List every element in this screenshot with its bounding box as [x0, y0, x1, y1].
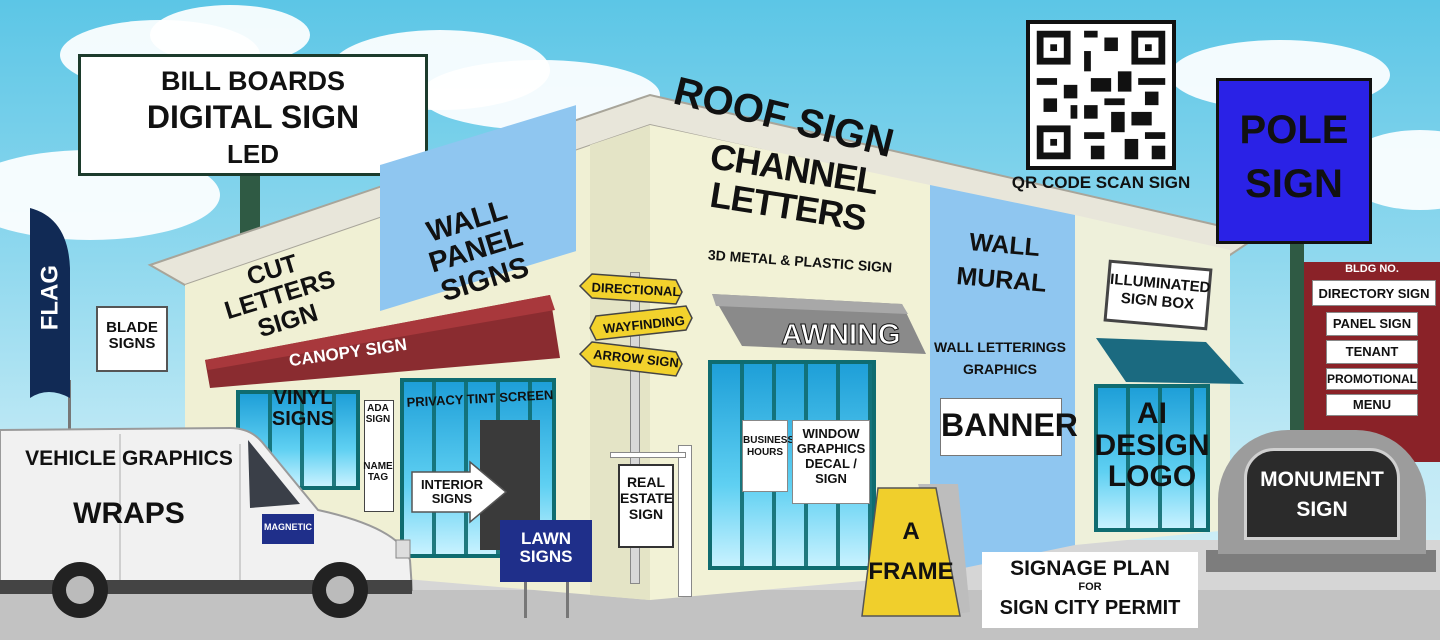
- street: [0, 590, 1440, 640]
- canopy-shape: [205, 295, 560, 388]
- directory-item: PROMOTIONAL: [1326, 368, 1418, 390]
- monument-base: [1206, 550, 1436, 572]
- ai-design-logo: AI DESIGN LOGO: [1094, 397, 1210, 493]
- interior-label: INTERIOR SIGNS: [420, 477, 484, 506]
- pole-sign: POLE SIGN: [1216, 78, 1372, 244]
- real-estate-post: [678, 445, 692, 597]
- magnetic-label: MAGNETIC: [264, 522, 312, 532]
- a-frame-label: A FRAME: [868, 518, 954, 585]
- ai-design-window: [1094, 384, 1210, 532]
- illuminated-sign-box: ILLUMINATED SIGN BOX: [1103, 259, 1213, 331]
- sign-box-label: ILLUMINATED SIGN BOX: [1109, 270, 1212, 314]
- directional-arrows: [578, 273, 693, 377]
- awning-label: AWNING: [781, 319, 901, 351]
- signage-plan-line1: SIGNAGE PLAN: [1010, 557, 1170, 580]
- banner: BANNER: [940, 398, 1078, 456]
- wall-letterings: WALL LETTERINGS GRAPHICS: [934, 339, 1066, 378]
- real-estate-sign: REAL ESTATE SIGN: [618, 464, 674, 548]
- banner-label: BANNER: [941, 407, 1078, 443]
- directory-header: BLDG NO.: [1345, 263, 1399, 275]
- monument-sign: MONUMENT SIGN: [1244, 448, 1400, 540]
- qr-caption: QR CODE SCAN SIGN: [1011, 173, 1191, 192]
- signage-plan-line3: SIGN CITY PERMIT: [999, 597, 1181, 619]
- flag-label: FLAG: [36, 264, 64, 331]
- magnetic-sign: MAGNETIC: [262, 514, 314, 544]
- business-hours: BUSINESS HOURS: [742, 420, 794, 492]
- signage-plan: SIGNAGE PLAN FOR SIGN CITY PERMIT: [982, 552, 1198, 628]
- blade-sign: BLADE SIGNS: [96, 306, 168, 372]
- a-frame-shape: [861, 484, 970, 617]
- lawn-sign: LAWN SIGNS: [500, 520, 592, 582]
- van-graphics-label: VEHICLE GRAPHICS: [25, 447, 233, 470]
- name-tag: NAME TAG: [363, 461, 393, 483]
- monument-label: MONUMENT SIGN: [1260, 468, 1384, 522]
- ada-sign: ADA SIGN: [365, 403, 391, 425]
- billboard: BILL BOARDS DIGITAL SIGN LED: [78, 54, 428, 176]
- right-awning-shape: [1096, 338, 1244, 384]
- billboard-line3: LED: [227, 139, 279, 169]
- van-shape: [0, 426, 414, 618]
- directory-item: TENANT: [1326, 340, 1418, 364]
- directory-item: DIRECTORY SIGN: [1312, 280, 1436, 306]
- directory-item: PANEL SIGN: [1326, 312, 1418, 336]
- signage-plan-line2: FOR: [1078, 581, 1102, 593]
- flag-pole: [68, 380, 71, 430]
- window-graphics-label: WINDOW GRAPHICS DECAL / SIGN: [792, 420, 870, 504]
- lawn-sign-label: LAWN SIGNS: [519, 529, 573, 566]
- billboard-line2: DIGITAL SIGN: [146, 99, 360, 135]
- interior-arrow-icon: [411, 460, 508, 524]
- lawn-stake: [566, 582, 569, 618]
- real-estate-arm: [610, 452, 686, 458]
- ada-post: [364, 400, 394, 512]
- lawn-stake: [524, 582, 527, 618]
- vinyl-label: VINYL SIGNS: [271, 387, 335, 430]
- flag-shape: [30, 208, 70, 398]
- awning-shape: [712, 294, 926, 354]
- wall-mural: WALL MURAL: [955, 228, 1048, 298]
- blade-sign-label: BLADE SIGNS: [106, 319, 158, 352]
- van-wraps-label: WRAPS: [73, 497, 185, 530]
- qr-code-icon: [1026, 20, 1176, 170]
- directory-item: MENU: [1326, 394, 1418, 416]
- pole-sign-label: POLE SIGN: [1239, 108, 1349, 206]
- directional-post: [630, 272, 640, 584]
- billboard-line1: BILL BOARDS: [160, 66, 345, 96]
